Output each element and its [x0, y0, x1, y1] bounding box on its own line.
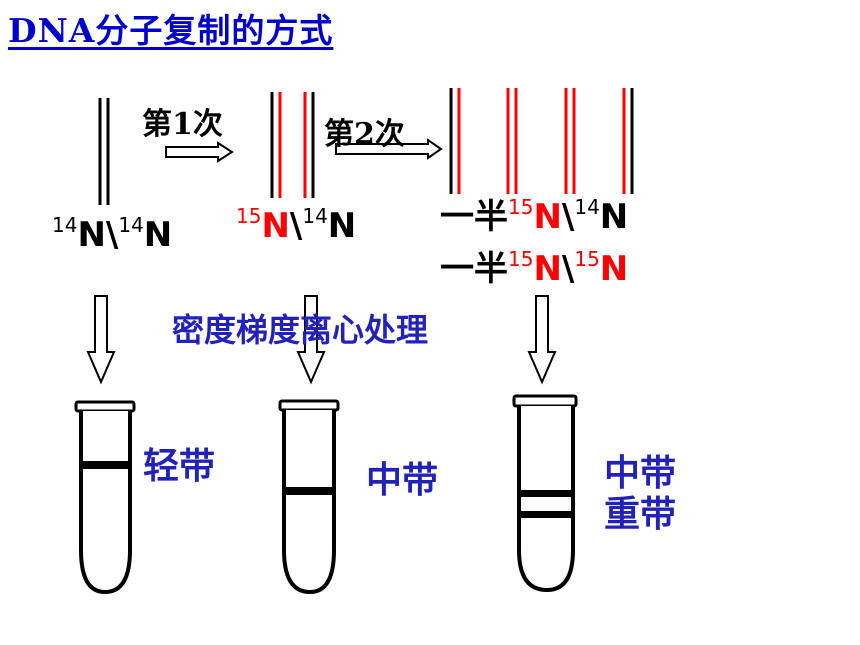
heavy-band: [519, 511, 573, 518]
band-label-tube2: 中带: [366, 460, 439, 501]
band-label-tube1: 轻带: [143, 446, 216, 487]
parent-dna: [98, 98, 110, 205]
test-tube-3: [512, 394, 578, 593]
gen2-label-hybrid: 一半15N\14N: [440, 195, 629, 237]
step-second-label: 第2次: [324, 117, 405, 152]
down-arrow-2: [296, 295, 326, 385]
page-title: DNA分子复制的方式: [8, 11, 334, 50]
test-tube-1: [74, 400, 136, 595]
gen1-label: 15N\14N: [236, 204, 357, 246]
process-label: 密度梯度离心处理: [172, 311, 429, 349]
arrow-second-replication: [335, 138, 443, 160]
light-band: [81, 461, 130, 469]
step-first-label: 第1次: [142, 107, 223, 142]
band-label-tube3-heavy: 重带: [604, 494, 677, 535]
arrow-first-replication: [165, 141, 234, 163]
gen2-label-heavy: 一半15N\15N: [440, 247, 629, 289]
down-arrow-1: [86, 295, 116, 385]
parent-label: 14N\14N: [52, 213, 173, 255]
gen2-dna: [449, 88, 634, 194]
middle-band: [284, 487, 334, 495]
middle-band: [519, 490, 573, 497]
gen1-dna: [270, 92, 315, 198]
test-tube-2: [278, 399, 340, 595]
down-arrow-3: [527, 295, 557, 385]
band-label-tube3-middle: 中带: [604, 453, 677, 494]
